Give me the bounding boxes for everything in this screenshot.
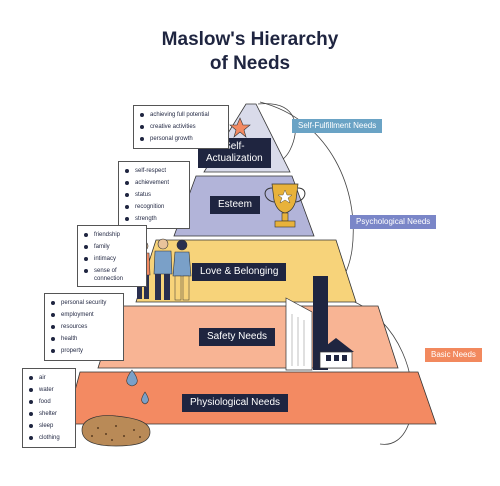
- page-title-line1: Maslow's Hierarchy: [161, 29, 339, 50]
- list-item: sense of connection: [84, 265, 142, 283]
- list-item: food: [29, 396, 71, 408]
- water-drops-icon: [126, 369, 149, 405]
- safety-needs-label: Safety Needs: [199, 328, 276, 346]
- list-item: self-respect: [125, 165, 185, 177]
- list-item: status: [125, 189, 185, 201]
- list-item: friendship: [84, 229, 142, 241]
- physiological-note: air water food shelter sleep clothing: [22, 368, 76, 448]
- star-icon: [229, 117, 251, 138]
- self-actualization-label-line1: Self-: [224, 141, 245, 152]
- list-item: personal growth: [140, 133, 224, 145]
- list-item: water: [29, 384, 71, 396]
- psychological-needs-tag: Psychological Needs: [350, 215, 437, 229]
- esteem-label: Esteem: [210, 196, 260, 214]
- list-item: intimacy: [84, 253, 142, 265]
- list-item: creative activities: [140, 121, 224, 133]
- list-item: recognition: [125, 201, 185, 213]
- love-belonging-label: Love & Belonging: [192, 263, 287, 281]
- list-item: family: [84, 241, 142, 253]
- physiological-needs-label: Physiological Needs: [182, 394, 289, 412]
- trophy-icon: [264, 183, 306, 228]
- list-item: health: [51, 333, 119, 345]
- self-actualization-label-line2: Actualization: [206, 153, 263, 164]
- buildings-icon: [285, 276, 328, 371]
- self-fulfillment-needs-tag: Self-Fulfillment Needs: [292, 119, 383, 133]
- list-item: clothing: [29, 432, 71, 444]
- house-icon: [318, 338, 354, 369]
- bread-icon: [81, 415, 151, 447]
- basic-needs-tag: Basic Needs: [425, 348, 482, 362]
- list-item: property: [51, 345, 119, 357]
- list-item: personal security: [51, 297, 119, 309]
- list-item: strength: [125, 213, 185, 225]
- stock-id: 1938447852: [8, 360, 18, 480]
- list-item: achieving full potential: [140, 109, 224, 121]
- list-item: employment: [51, 309, 119, 321]
- list-item: shelter: [29, 408, 71, 420]
- esteem-note: self-respect achievement status recognit…: [118, 161, 190, 229]
- self-actualization-note: achieving full potential creative activi…: [133, 105, 229, 149]
- list-item: air: [29, 372, 71, 384]
- safety-note: personal security employment resources h…: [44, 293, 124, 361]
- list-item: sleep: [29, 420, 71, 432]
- list-item: resources: [51, 321, 119, 333]
- love-belonging-note: friendship family intimacy sense of conn…: [77, 225, 147, 287]
- list-item: achievement: [125, 177, 185, 189]
- page-title-line2: of Needs: [209, 53, 291, 74]
